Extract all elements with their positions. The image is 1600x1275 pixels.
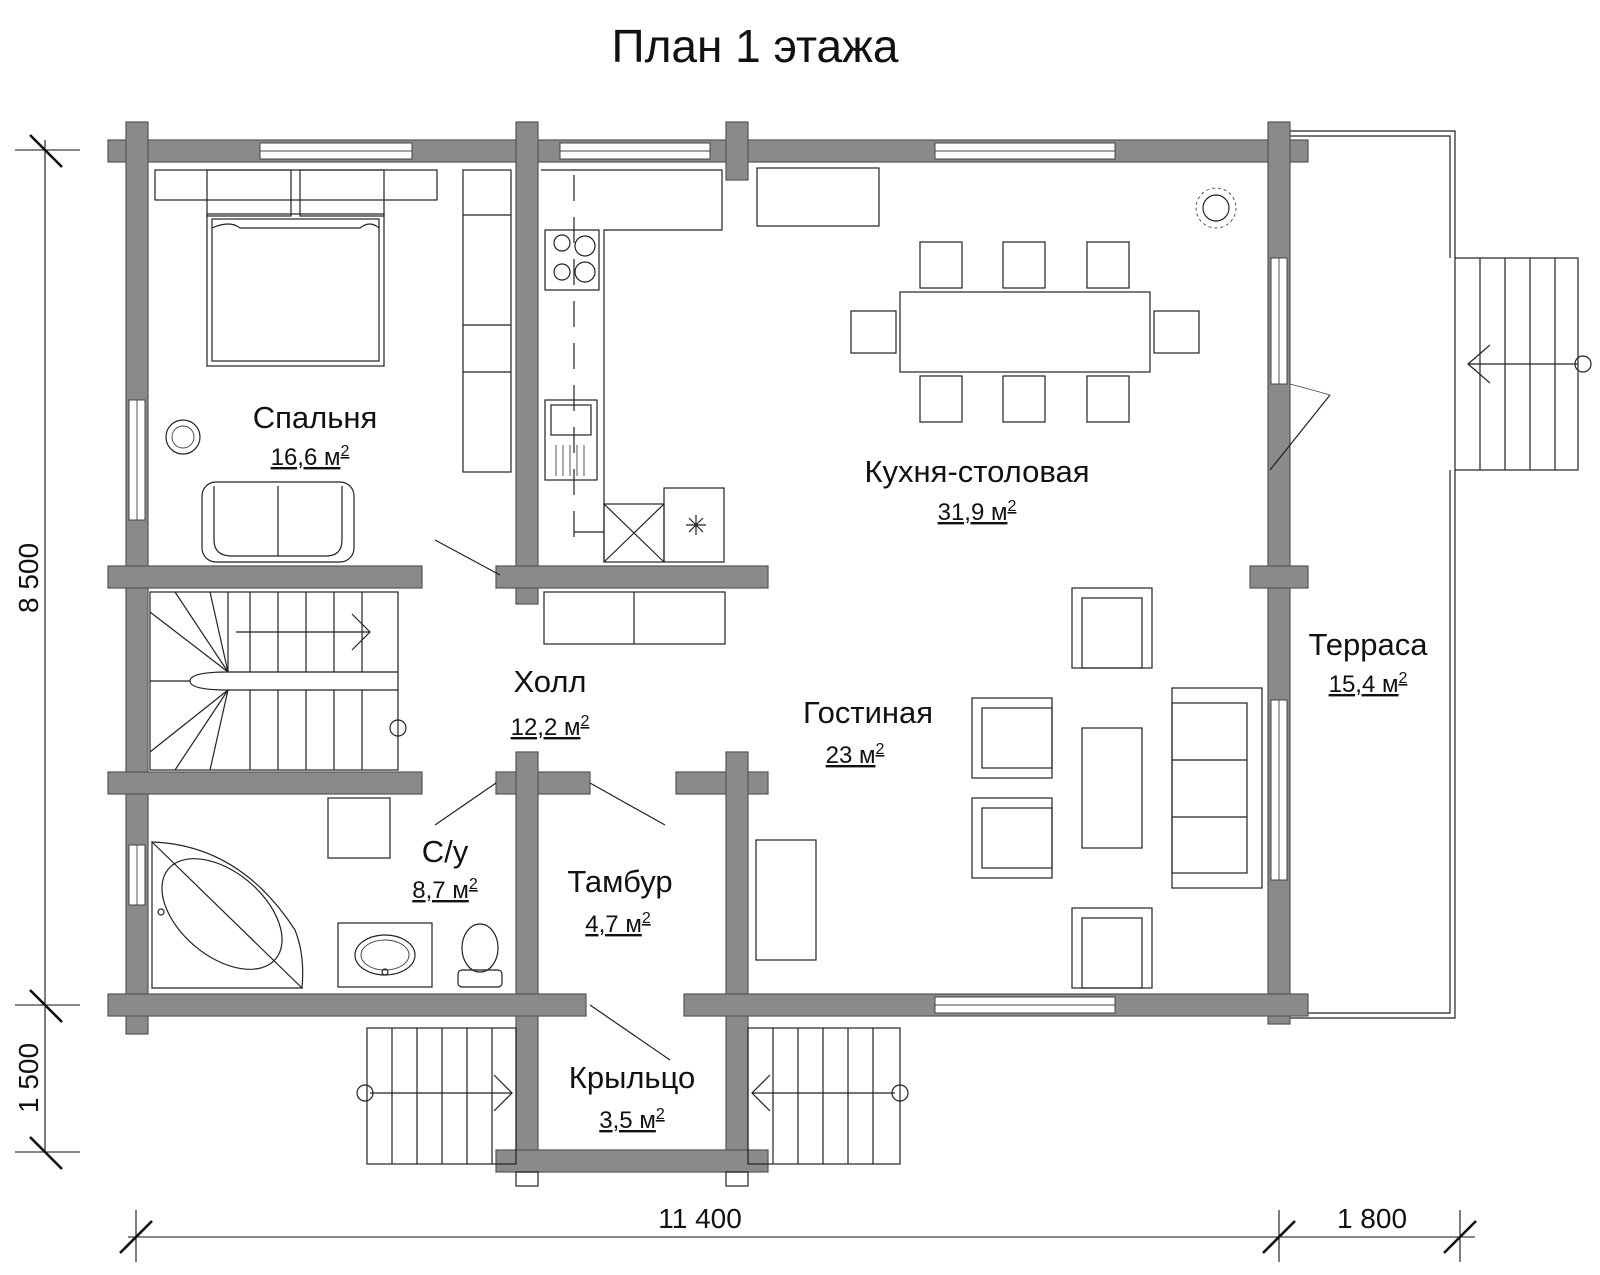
svg-text:4,7 м2: 4,7 м2 bbox=[585, 910, 651, 938]
bedroom-furniture bbox=[154, 169, 512, 563]
dim-height-porch: 1 500 bbox=[13, 1043, 44, 1113]
doors bbox=[434, 383, 1331, 1061]
room-area: 23 м bbox=[826, 742, 876, 769]
dining-set bbox=[850, 241, 1200, 423]
svg-text:31,9 м2: 31,9 м2 bbox=[938, 498, 1017, 526]
room-label-porch: Крыльцо 3,5 м2 bbox=[569, 1060, 695, 1134]
room-name: Тамбур bbox=[567, 864, 672, 899]
room-area: 16,6 м bbox=[271, 444, 341, 471]
interior-stairs bbox=[149, 591, 407, 771]
porch-stairs bbox=[356, 1027, 909, 1187]
room-label-bathroom: С/у 8,7 м2 bbox=[412, 834, 478, 904]
room-area: 8,7 м bbox=[412, 877, 469, 904]
dimension-lines bbox=[15, 134, 1477, 1262]
terrace-stairs bbox=[1454, 257, 1592, 471]
kitchen-furniture bbox=[541, 167, 1237, 645]
windows bbox=[128, 142, 1288, 1014]
svg-text:15,4 м2: 15,4 м2 bbox=[1329, 670, 1408, 698]
room-label-terrace: Терраса 15,4 м2 bbox=[1309, 627, 1429, 698]
room-area-sup: 2 bbox=[580, 713, 589, 730]
svg-text:16,6 м2: 16,6 м2 bbox=[271, 443, 350, 471]
room-label-hall: Холл 12,2 м2 bbox=[511, 664, 590, 741]
room-label-living: Гостиная 23 м2 bbox=[803, 695, 933, 769]
room-area-sup: 2 bbox=[469, 876, 478, 893]
room-area: 4,7 м bbox=[585, 911, 642, 938]
room-area-sup: 2 bbox=[1007, 498, 1016, 515]
room-name: Крыльцо bbox=[569, 1060, 695, 1095]
svg-text:12,2 м2: 12,2 м2 bbox=[511, 713, 590, 741]
dim-width-main: 11 400 bbox=[658, 1203, 742, 1234]
room-area-sup: 2 bbox=[875, 741, 884, 758]
room-area: 3,5 м bbox=[599, 1107, 656, 1134]
room-area: 15,4 м bbox=[1329, 671, 1399, 698]
svg-text:23 м2: 23 м2 bbox=[826, 741, 885, 769]
svg-text:3,5 м2: 3,5 м2 bbox=[599, 1106, 665, 1134]
room-name: Терраса bbox=[1309, 627, 1429, 662]
room-label-vestibule: Тамбур 4,7 м2 bbox=[567, 864, 672, 938]
room-area-sup: 2 bbox=[656, 1106, 665, 1123]
room-area: 31,9 м bbox=[938, 499, 1008, 526]
walls bbox=[107, 121, 1309, 1173]
bathroom-fixtures bbox=[151, 797, 503, 989]
dim-width-terrace: 1 800 bbox=[1337, 1203, 1407, 1234]
svg-text:8,7 м2: 8,7 м2 bbox=[412, 876, 478, 904]
room-area-sup: 2 bbox=[642, 910, 651, 927]
room-area: 12,2 м bbox=[511, 714, 581, 741]
room-label-bedroom: Спальня 16,6 м2 bbox=[253, 400, 378, 471]
room-name: С/у bbox=[422, 834, 469, 869]
room-name: Холл bbox=[513, 664, 586, 699]
living-furniture bbox=[755, 587, 1263, 989]
room-area-sup: 2 bbox=[1398, 670, 1407, 687]
terrace-outline bbox=[1285, 130, 1456, 1019]
room-label-kitchen-dining: Кухня-столовая 31,9 м2 bbox=[864, 454, 1089, 526]
room-name: Кухня-столовая bbox=[864, 454, 1089, 489]
room-area-sup: 2 bbox=[340, 443, 349, 460]
dim-height-main: 8 500 bbox=[13, 543, 44, 613]
room-name: Спальня bbox=[253, 400, 378, 435]
plan-title: План 1 этажа bbox=[612, 20, 899, 72]
room-name: Гостиная bbox=[803, 695, 933, 730]
